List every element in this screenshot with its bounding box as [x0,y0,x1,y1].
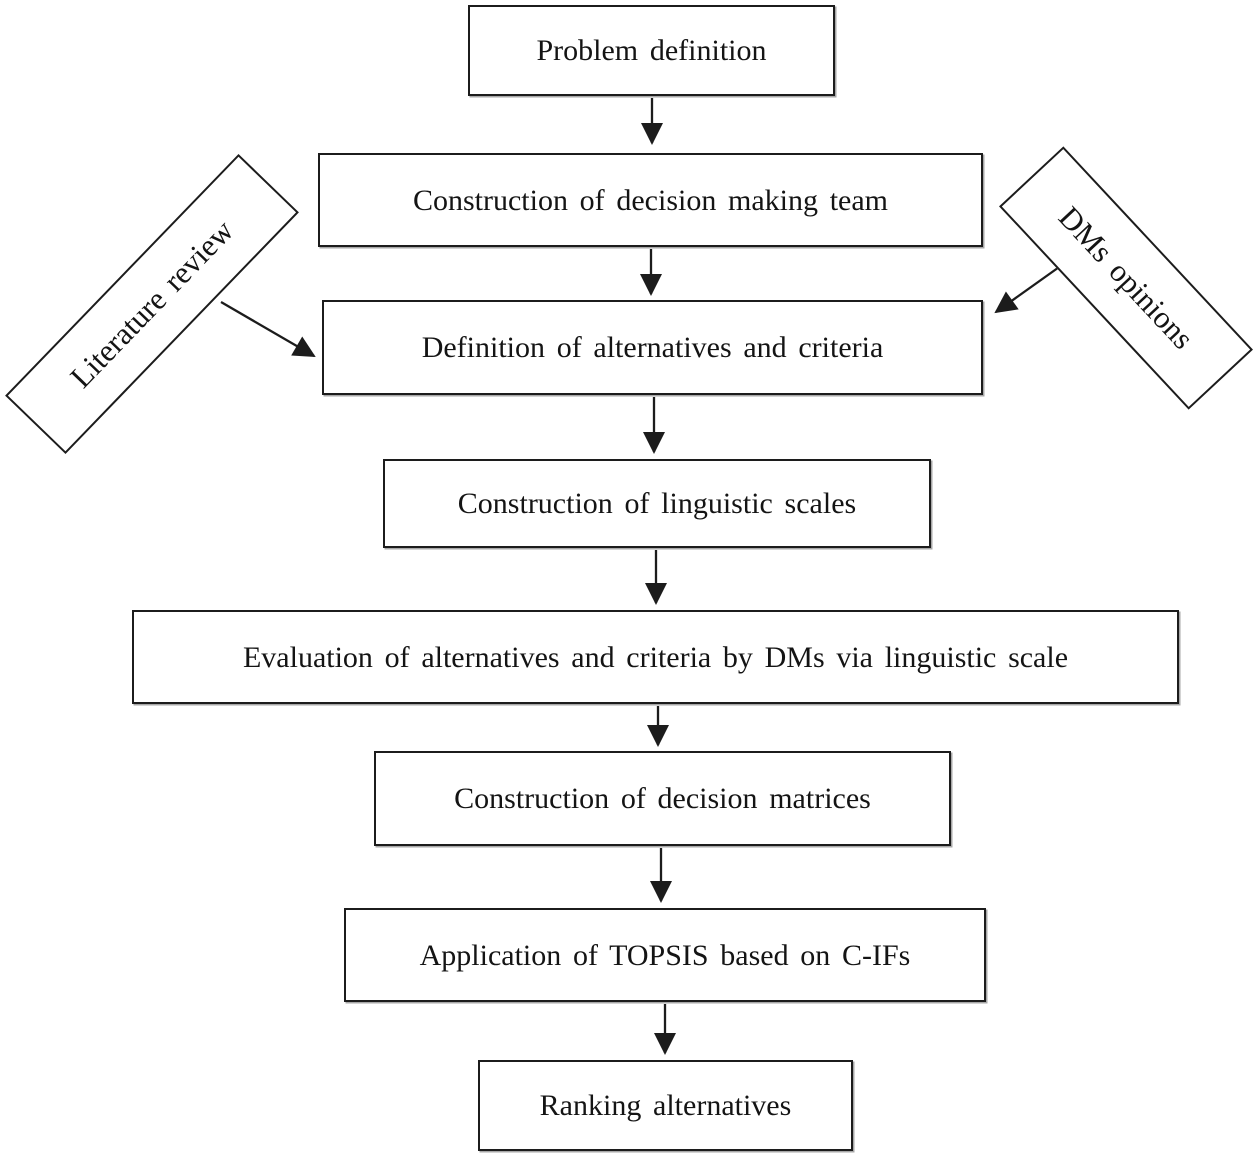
node-alternatives-criteria: Definition of alternatives and criteria [322,300,983,395]
node-ranking-alternatives-label: Ranking alternatives [539,1089,792,1122]
node-linguistic-scales-label: Construction of linguistic scales [457,487,857,520]
node-problem-definition: Problem definition [468,5,835,96]
arrow-literature-to-altcrit [220,301,316,358]
node-evaluation: Evaluation of alternatives and criteria … [132,610,1179,704]
node-problem-definition-label: Problem definition [536,34,767,67]
node-linguistic-scales: Construction of linguistic scales [383,459,931,548]
node-evaluation-label: Evaluation of alternatives and criteria … [242,640,1069,674]
arrow-dms-to-altcrit [994,264,1063,314]
node-decision-team: Construction of decision making team [318,153,983,247]
node-decision-matrices: Construction of decision matrices [374,751,951,846]
node-alternatives-criteria-label: Definition of alternatives and criteria [421,331,884,364]
node-decision-team-label: Construction of decision making team [412,183,889,217]
node-topsis-application-label: Application of TOPSIS based on C-IFs [419,938,911,972]
node-ranking-alternatives: Ranking alternatives [478,1060,853,1151]
node-topsis-application: Application of TOPSIS based on C-IFs [344,908,986,1002]
node-decision-matrices-label: Construction of decision matrices [454,782,871,815]
